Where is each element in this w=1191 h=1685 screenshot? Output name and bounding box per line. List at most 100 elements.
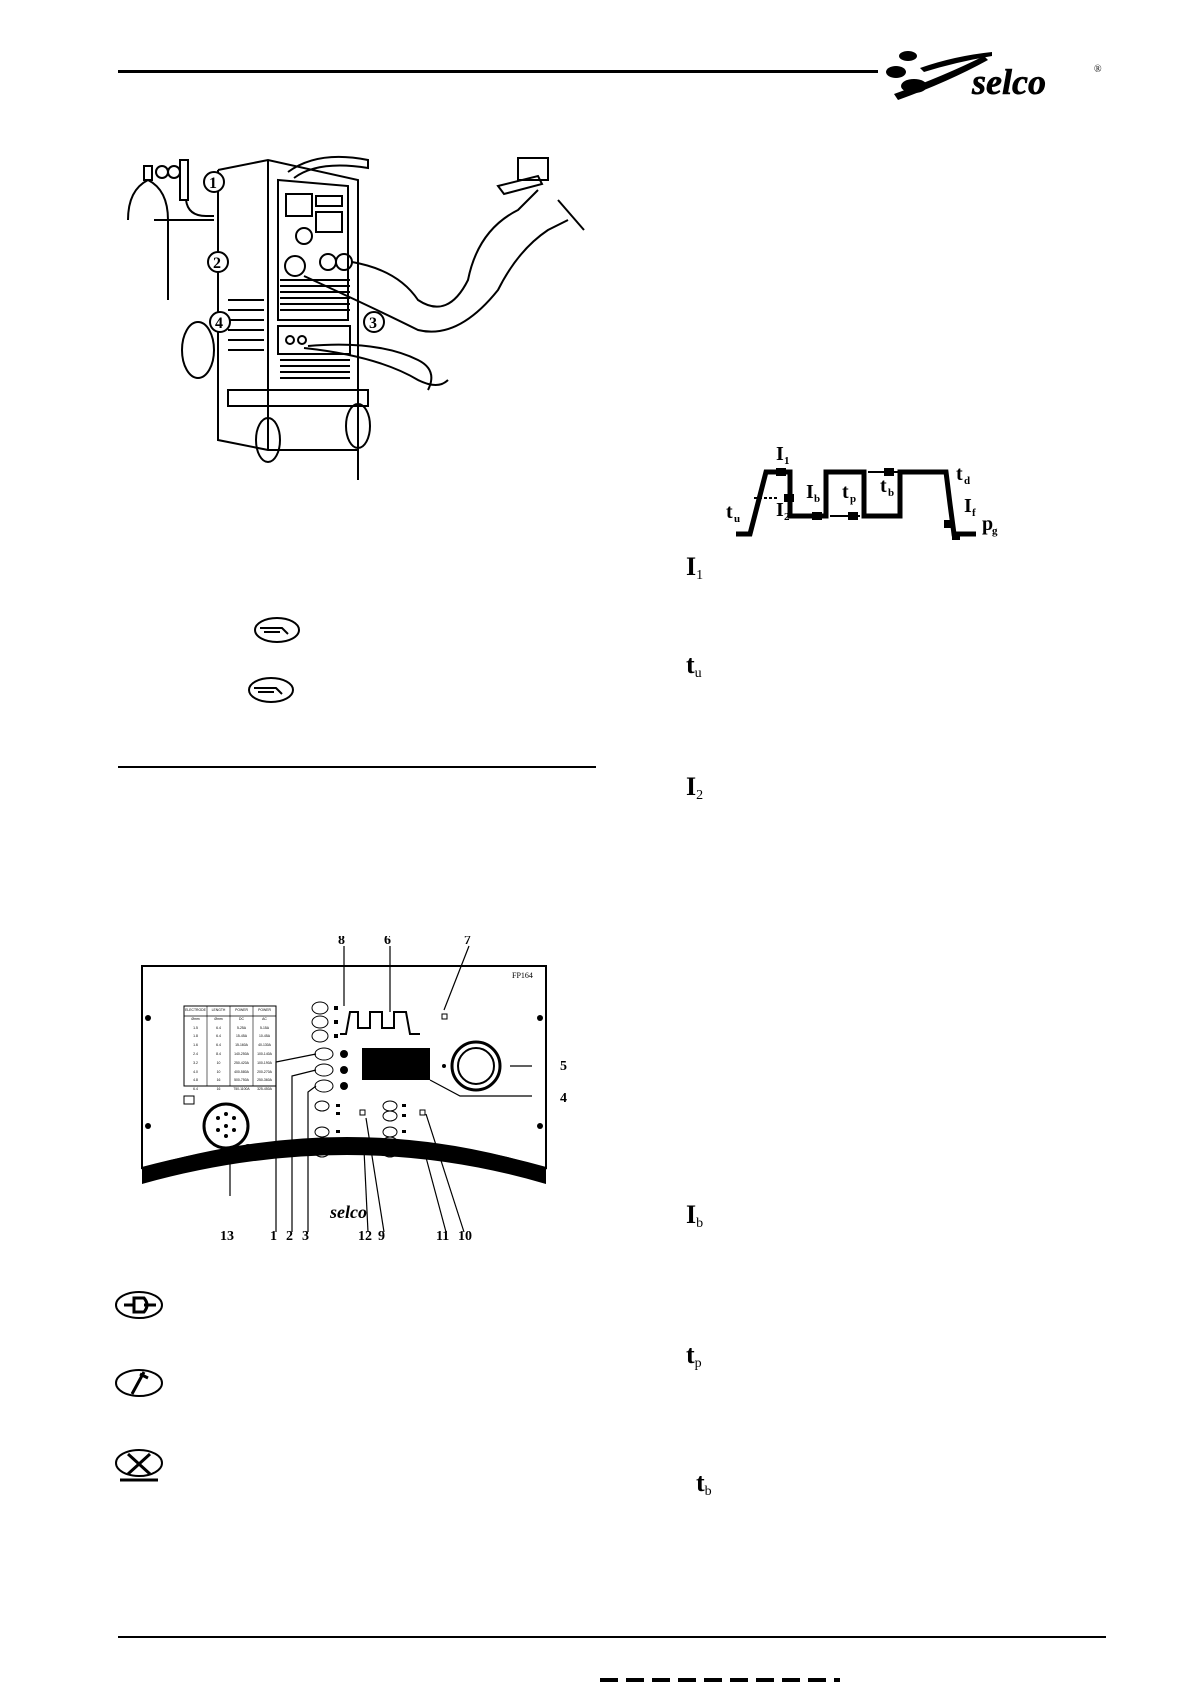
torch-negative-icon: [246, 676, 296, 704]
electrode-table-headers: ELECTRODE LENGTH POWER POWER: [185, 1008, 271, 1012]
symbol-i1: I1: [686, 552, 704, 583]
table-row: 1.5 6.4 5-25A 5-15A: [184, 1024, 276, 1033]
header-rule: [118, 70, 878, 73]
logo-wordmark: selco: [971, 62, 1046, 102]
panel-callout-9: 9: [378, 1229, 385, 1242]
label-if: I: [964, 495, 972, 517]
table-cell: 10: [216, 1060, 221, 1065]
label-tb: t: [880, 475, 887, 497]
panel-callout-3: 3: [302, 1229, 309, 1242]
table-cell: 3.2: [193, 1060, 198, 1065]
panel-callout-11: 11: [436, 1229, 449, 1242]
label-ib: I: [806, 481, 814, 503]
table-row: 3.2 10 250-420A 100-190A: [184, 1059, 276, 1068]
table-cell: 10-45A: [259, 1034, 270, 1039]
table-cell: 15-45A: [236, 1034, 247, 1039]
panel-brand: selco: [329, 1202, 367, 1222]
panel-callout-6: 6: [384, 936, 391, 948]
table-row: 4.8 16 500-750A 250-360A: [184, 1076, 276, 1085]
table-cell: 8.4: [216, 1051, 221, 1056]
panel-callout-1: 1: [270, 1229, 277, 1242]
machine-illustration: 1 2 3 4: [118, 150, 588, 480]
table-cell: 2.4: [193, 1051, 198, 1056]
panel-callout-13: 13: [220, 1229, 234, 1242]
label-td: t: [956, 463, 963, 485]
callout-1: 1: [209, 175, 217, 192]
symbol-i2: I2: [686, 772, 704, 803]
label-tb-sub: b: [888, 487, 894, 499]
panel-callout-7: 7: [464, 936, 471, 948]
panel-callout-2: 2: [286, 1229, 293, 1242]
label-i2: I: [776, 499, 784, 521]
table-row: 2.4 8.4 140-250A 100-140A: [184, 1050, 276, 1059]
table-cell: 16: [216, 1078, 221, 1083]
label-tu: t: [726, 501, 733, 523]
pulse-waveform-diagram: I 1 I b I 2 t p t b t u t d I f p g: [724, 440, 1014, 544]
label-if-sub: f: [972, 507, 976, 519]
label-ib-sub: b: [814, 493, 820, 505]
symbol-ib: Ib: [686, 1200, 704, 1231]
table-cell: 140-250A: [234, 1051, 249, 1056]
table-cell: 4.8: [193, 1078, 198, 1083]
stick-electrode-icon: [114, 1290, 164, 1320]
label-i2-sub: 2: [784, 511, 790, 523]
table-cell: 6.4: [216, 1034, 221, 1039]
table-row: 6.4 16 750-1100A 325-450A: [184, 1085, 276, 1094]
table-cell: 5-25A: [236, 1025, 247, 1030]
symbol-tp: tp: [686, 1340, 702, 1371]
table-cell: 100-140A: [257, 1051, 272, 1056]
registered-mark: ®: [1094, 64, 1102, 75]
label-i1-sub: 1: [784, 455, 790, 467]
table-row: 1.8 6.4 15-45A 10-45A: [184, 1032, 276, 1041]
table-cell: 325-450A: [257, 1087, 272, 1092]
table-cell: 6.4: [216, 1043, 221, 1048]
tig-torch-icon: [114, 1368, 164, 1398]
tig-lift-icon: [114, 1448, 164, 1482]
section-rule: [118, 766, 596, 768]
table-cell: 500-750A: [234, 1078, 249, 1083]
panel-callout-5: 5: [560, 1059, 567, 1074]
table-cell: 1.6: [193, 1043, 198, 1048]
table-cell: 1.8: [193, 1034, 198, 1039]
table-cell: 5-15A: [259, 1025, 270, 1030]
table-cell: 4.0: [193, 1069, 198, 1074]
footer-rule: [118, 1636, 1106, 1638]
panel-callout-12: 12: [358, 1229, 372, 1242]
table-cell: 6.4: [216, 1025, 221, 1030]
selco-logo-mark: selco ®: [886, 51, 1102, 102]
table-cell: 100-190A: [257, 1060, 272, 1065]
panel-callout-4: 4: [560, 1091, 567, 1106]
table-cell: 250-420A: [234, 1060, 249, 1065]
selco-logo: selco ®: [884, 46, 1104, 110]
table-cell: 6.4: [193, 1087, 198, 1092]
front-panel-figure: selco FP164: [140, 933, 580, 1244]
label-tu-sub: u: [734, 513, 740, 525]
label-tp: t: [842, 481, 849, 503]
table-cell: 750-1100A: [233, 1087, 250, 1092]
panel-model: FP164: [512, 971, 533, 980]
table-row: 4.0 10 400-580A 200-270A: [184, 1068, 276, 1077]
label-i1: I: [776, 443, 784, 465]
label-pg-sub: g: [992, 525, 998, 537]
label-td-sub: d: [964, 475, 970, 487]
footer-marks: [600, 1678, 840, 1682]
label-pg: p: [982, 513, 993, 535]
callout-4: 4: [215, 315, 223, 332]
table-cell: 10: [216, 1069, 221, 1074]
table-cell: 400-580A: [234, 1069, 249, 1074]
panel-callout-8: 8: [338, 936, 345, 948]
callout-2: 2: [213, 255, 221, 272]
symbol-tb: tb: [696, 1468, 712, 1499]
label-tp-sub: p: [850, 493, 856, 505]
table-cell: 200-270A: [257, 1069, 272, 1074]
torch-positive-icon: [252, 616, 302, 644]
callout-3: 3: [369, 315, 377, 332]
table-cell: 250-360A: [257, 1078, 272, 1083]
symbol-tu: tu: [686, 650, 702, 681]
table-cell: 1.5: [193, 1025, 198, 1030]
table-cell: 16: [216, 1087, 221, 1092]
